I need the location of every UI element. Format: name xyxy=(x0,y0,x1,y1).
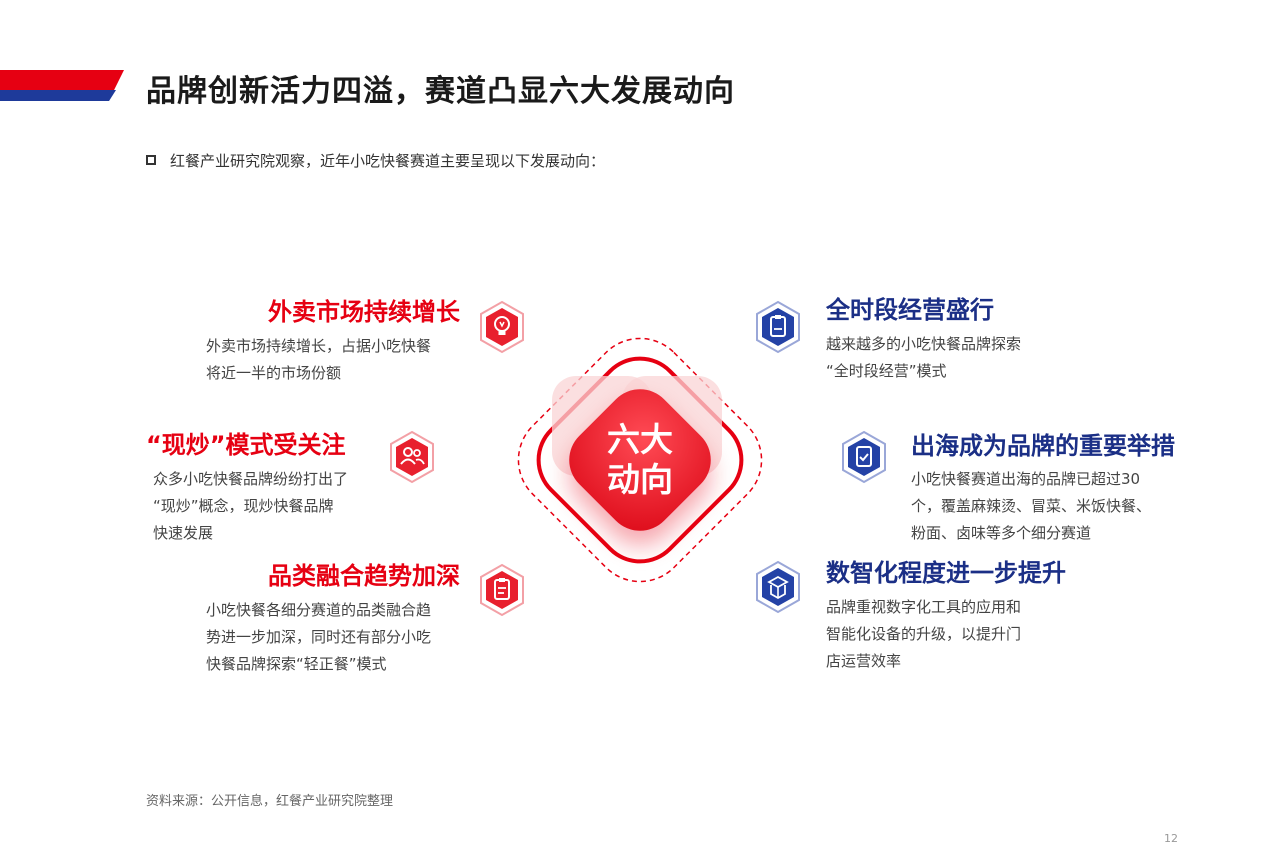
header-stripe-red xyxy=(0,70,124,90)
document-icon xyxy=(480,563,524,617)
desc-line: 将近一半的市场份额 xyxy=(206,364,342,382)
desc-line: 小吃快餐各细分赛道的品类融合趋 xyxy=(206,601,432,619)
source-note: 资料来源：公开信息，红餐产业研究院整理 xyxy=(146,794,394,809)
intro-text: 红餐产业研究院观察，近年小吃快餐赛道主要呈现以下发展动向： xyxy=(170,152,606,170)
desc-line: 品牌重视数字化工具的应用和 xyxy=(826,598,1022,616)
desc-fusion: 小吃快餐各细分赛道的品类融合趋 势进一步加深，同时还有部分小吃 快餐品牌探索“轻… xyxy=(206,597,431,678)
desc-line: 智能化设备的升级，以提升门 xyxy=(826,625,1022,643)
desc-line: 粉面、卤味等多个细分赛道 xyxy=(911,524,1092,542)
desc-line: 越来越多的小吃快餐品牌探索 xyxy=(826,335,1022,353)
clipboard-icon xyxy=(756,300,800,354)
center-label-line1: 六大 xyxy=(607,420,673,459)
desc-line: 店运营效率 xyxy=(826,652,902,670)
users-icon xyxy=(390,430,434,484)
core-diamond xyxy=(569,389,711,531)
header-stripe-blue xyxy=(0,90,116,101)
desc-line: 众多小吃快餐品牌纷纷打出了 xyxy=(153,470,349,488)
heading-digital: 数智化程度进一步提升 xyxy=(826,559,1066,587)
desc-line: 快餐品牌探索“轻正餐”模式 xyxy=(206,655,387,673)
desc-line: “现炒”概念，现炒快餐品牌 xyxy=(153,497,334,515)
desc-line: 个，覆盖麻辣烫、冒菜、米饭快餐、 xyxy=(911,497,1152,515)
desc-line: 小吃快餐赛道出海的品牌已超过30 xyxy=(911,470,1141,488)
center-label: 六大 动向 xyxy=(560,420,720,500)
box-icon xyxy=(756,560,800,614)
lightbulb-icon xyxy=(480,300,524,354)
center-diagram xyxy=(517,337,763,583)
heading-stirfry: “现炒”模式受关注 xyxy=(146,431,346,459)
desc-allday: 越来越多的小吃快餐品牌探索 “全时段经营”模式 xyxy=(826,331,1021,385)
desc-line: “全时段经营”模式 xyxy=(826,362,947,380)
heading-allday: 全时段经营盛行 xyxy=(826,296,994,324)
heading-takeaway: 外卖市场持续增长 xyxy=(268,298,460,326)
desc-takeaway: 外卖市场持续增长，占据小吃快餐 将近一半的市场份额 xyxy=(206,333,431,387)
bullet-square-icon xyxy=(146,155,156,165)
page-number: 12 xyxy=(1164,832,1178,845)
desc-digital: 品牌重视数字化工具的应用和 智能化设备的升级，以提升门 店运营效率 xyxy=(826,594,1021,675)
heading-fusion: 品类融合趋势加深 xyxy=(268,562,460,590)
badge-check-icon xyxy=(842,430,886,484)
desc-stirfry: 众多小吃快餐品牌纷纷打出了 “现炒”概念，现炒快餐品牌 快速发展 xyxy=(153,466,348,547)
desc-line: 快速发展 xyxy=(153,524,214,542)
desc-line: 外卖市场持续增长，占据小吃快餐 xyxy=(206,337,432,355)
desc-line: 势进一步加深，同时还有部分小吃 xyxy=(206,628,432,646)
page-title: 品牌创新活力四溢，赛道凸显六大发展动向 xyxy=(146,74,735,109)
desc-overseas: 小吃快餐赛道出海的品牌已超过30 个，覆盖麻辣烫、冒菜、米饭快餐、 粉面、卤味等… xyxy=(911,466,1151,547)
center-label-line2: 动向 xyxy=(607,460,673,499)
heading-overseas: 出海成为品牌的重要举措 xyxy=(911,432,1175,460)
